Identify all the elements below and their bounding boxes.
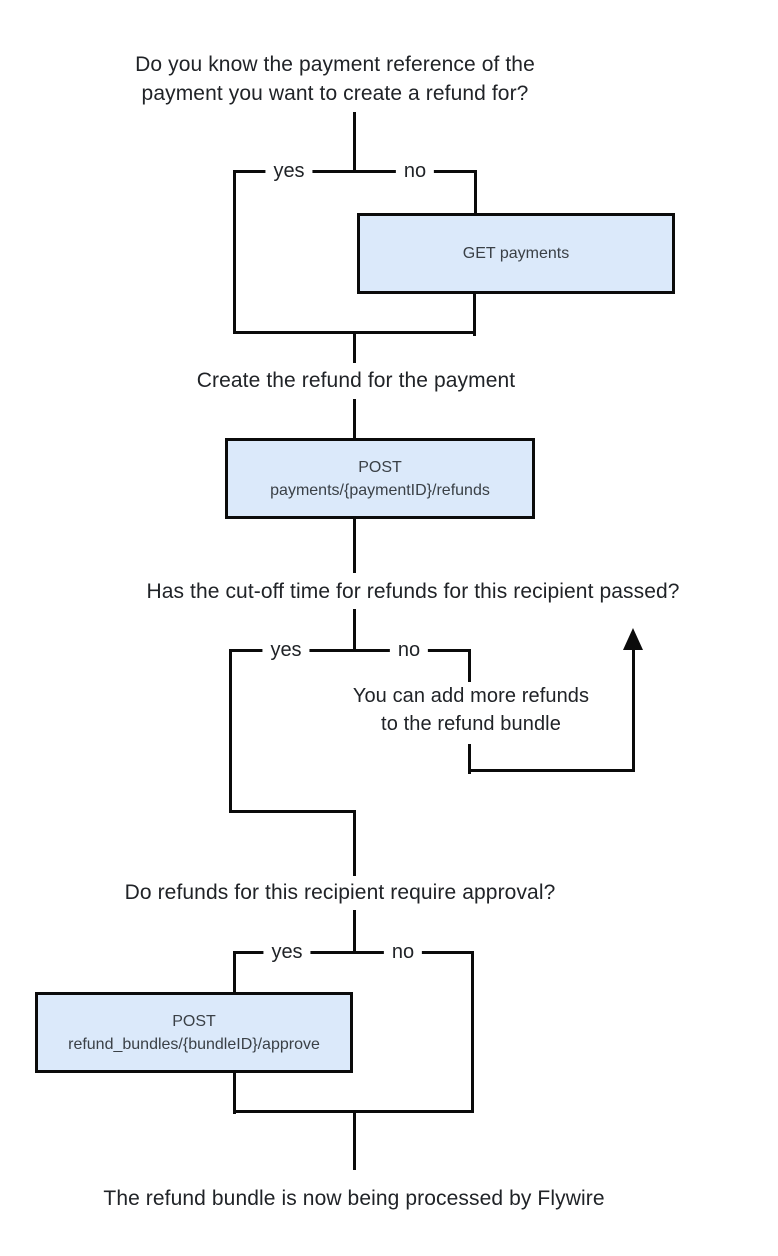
post-refund-down (353, 519, 356, 573)
question-know-payment-reference: Do you know the payment reference of the… (135, 53, 535, 105)
connector-create-to-post (353, 399, 356, 438)
step-create-refund: Create the refund for the payment (196, 369, 516, 392)
note-add-more-refunds: You can add more refunds to the refund b… (321, 682, 621, 738)
post-approve-down (233, 1073, 236, 1114)
note-add-more-refunds-line1: You can add more refunds (352, 685, 590, 707)
branch1-yes-down (233, 170, 236, 334)
branch3-horizontal (233, 951, 474, 954)
api-box-post-refund-path: payments/{paymentID}/refunds (270, 481, 490, 499)
branch3-no-down (471, 951, 474, 1113)
branch2-horizontal (229, 649, 471, 652)
branch3-yes-down (233, 951, 236, 992)
branch3-yes-label: yes (263, 939, 311, 965)
loop-down (468, 744, 471, 774)
branch2-merge-down (353, 810, 356, 876)
get-box-down (473, 294, 476, 336)
api-box-post-refund-method: POST (358, 458, 402, 476)
api-box-get-payments-label: GET payments (462, 245, 570, 262)
merge1-center-down (353, 331, 356, 363)
branch2-no-down (468, 649, 471, 682)
loop-horizontal (468, 769, 635, 772)
loop-arrowhead-up-icon (623, 628, 643, 650)
question-cutoff-passed: Has the cut-off time for refunds for thi… (146, 580, 680, 603)
note-add-more-refunds-line2: to the refund bundle (381, 713, 561, 735)
branch2-yes-down (229, 649, 232, 813)
api-box-get-payments: GET payments (357, 213, 675, 294)
question-require-approval: Do refunds for this recipient require ap… (124, 881, 556, 904)
branch2-yes-label: yes (262, 637, 310, 663)
branch3-no-label: no (383, 939, 423, 965)
connector-q1-down (353, 112, 356, 173)
branch2-no-label: no (389, 637, 429, 663)
connector-q2-down (353, 609, 356, 652)
branch2-merge-horizontal (229, 810, 356, 813)
branch1-no-down (474, 170, 477, 215)
connector-q3-down (353, 910, 356, 954)
api-box-post-approve-path: refund_bundles/{bundleID}/approve (68, 1035, 320, 1053)
branch1-horizontal (233, 170, 476, 173)
step-final-processed: The refund bundle is now being processed… (103, 1187, 605, 1210)
branch1-no-label: no (395, 158, 435, 184)
api-box-post-refund: POST payments/{paymentID}/refunds (225, 438, 535, 519)
merge3-center-down (353, 1110, 356, 1170)
loop-up (632, 648, 635, 772)
api-box-post-approve-method: POST (172, 1012, 216, 1030)
api-box-post-approve: POST refund_bundles/{bundleID}/approve (35, 992, 353, 1073)
branch1-yes-label: yes (265, 158, 313, 184)
